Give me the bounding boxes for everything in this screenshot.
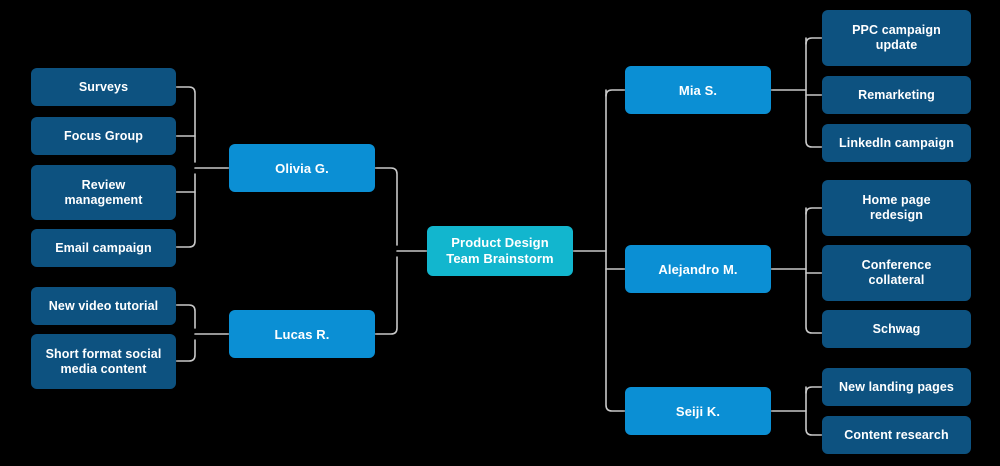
edge-videotutorial-lucas xyxy=(175,304,196,329)
node-ppc-campaign-update-label-line1: PPC campaign xyxy=(852,23,941,37)
node-schwag[interactable]: Schwag xyxy=(822,310,971,348)
node-focus-group[interactable]: Focus Group xyxy=(31,117,176,155)
node-person-alejandro-m[interactable]: Alejandro M. xyxy=(625,245,771,293)
node-person-alejandro-m-label: Alejandro M. xyxy=(658,261,738,277)
node-linkedin-campaign-label: LinkedIn campaign xyxy=(839,135,954,150)
node-focus-group-label: Focus Group xyxy=(64,128,143,143)
node-remarketing[interactable]: Remarketing xyxy=(822,76,971,114)
node-person-mia-s[interactable]: Mia S. xyxy=(625,66,771,114)
node-review-management-label-line1: Review xyxy=(81,177,126,192)
edge-alejandro-homepage xyxy=(805,207,823,215)
edge-rightbus-seiji xyxy=(605,268,626,412)
node-email-campaign-label: Email campaign xyxy=(55,240,152,255)
node-root-product-design-team-brainstorm[interactable]: Product Design Team Brainstorm xyxy=(427,226,573,276)
edge-emailcampaign-olivia xyxy=(175,173,196,248)
node-person-mia-s-label: Mia S. xyxy=(678,82,718,98)
node-content-research[interactable]: Content research xyxy=(822,416,971,454)
node-short-format-label-line2: media content xyxy=(60,361,147,376)
node-email-campaign[interactable]: Email campaign xyxy=(31,229,176,267)
node-surveys-label: Surveys xyxy=(78,79,129,94)
node-short-format-social-media-content[interactable]: Short format social media content xyxy=(31,334,176,389)
node-short-format-label-line1: Short format social xyxy=(45,346,162,361)
node-new-landing-pages-label: New landing pages xyxy=(839,379,954,394)
node-new-landing-pages[interactable]: New landing pages xyxy=(822,368,971,406)
node-schwag-label: Schwag xyxy=(872,321,921,336)
edge-rightbus-mia xyxy=(605,89,626,97)
node-new-video-tutorial[interactable]: New video tutorial xyxy=(31,287,176,325)
node-person-olivia-g[interactable]: Olivia G. xyxy=(229,144,375,192)
node-home-page-redesign[interactable]: Home page redesign xyxy=(822,180,971,236)
edge-olivia-root xyxy=(374,167,398,246)
node-person-lucas-r-label: Lucas R. xyxy=(274,326,330,342)
edge-lucas-root xyxy=(374,256,398,335)
node-conference-collateral[interactable]: Conference collateral xyxy=(822,245,971,301)
node-conference-collateral-label-line2: collateral xyxy=(868,273,925,287)
edge-alejandro-schwag xyxy=(805,207,823,334)
node-person-seiji-k[interactable]: Seiji K. xyxy=(625,387,771,435)
node-home-page-redesign-label-line1: Home page xyxy=(862,193,931,207)
edge-seiji-landingpages xyxy=(805,386,823,394)
node-person-seiji-k-label: Seiji K. xyxy=(675,403,721,419)
node-root-label-line2: Team Brainstorm xyxy=(446,251,554,266)
edge-mia-linkedin xyxy=(805,37,823,148)
node-remarketing-label: Remarketing xyxy=(858,87,935,102)
edge-seiji-contentresearch xyxy=(805,386,823,436)
node-content-research-label: Content research xyxy=(844,427,949,442)
edge-mia-ppc xyxy=(805,37,823,45)
node-ppc-campaign-update-label-line2: update xyxy=(875,38,918,52)
node-person-olivia-g-label: Olivia G. xyxy=(275,160,329,176)
node-review-management[interactable]: Review management xyxy=(31,165,176,220)
node-surveys[interactable]: Surveys xyxy=(31,68,176,106)
node-ppc-campaign-update[interactable]: PPC campaign update xyxy=(822,10,971,66)
edge-surveys-olivia xyxy=(175,86,196,163)
node-new-video-tutorial-label: New video tutorial xyxy=(48,298,159,313)
node-home-page-redesign-label-line2: redesign xyxy=(870,208,923,222)
node-conference-collateral-label-line1: Conference xyxy=(861,258,932,272)
node-review-management-label-line2: management xyxy=(64,192,143,207)
edge-shortformat-lucas xyxy=(175,339,196,362)
node-root-label-line1: Product Design xyxy=(451,235,549,250)
node-person-lucas-r[interactable]: Lucas R. xyxy=(229,310,375,358)
node-linkedin-campaign[interactable]: LinkedIn campaign xyxy=(822,124,971,162)
